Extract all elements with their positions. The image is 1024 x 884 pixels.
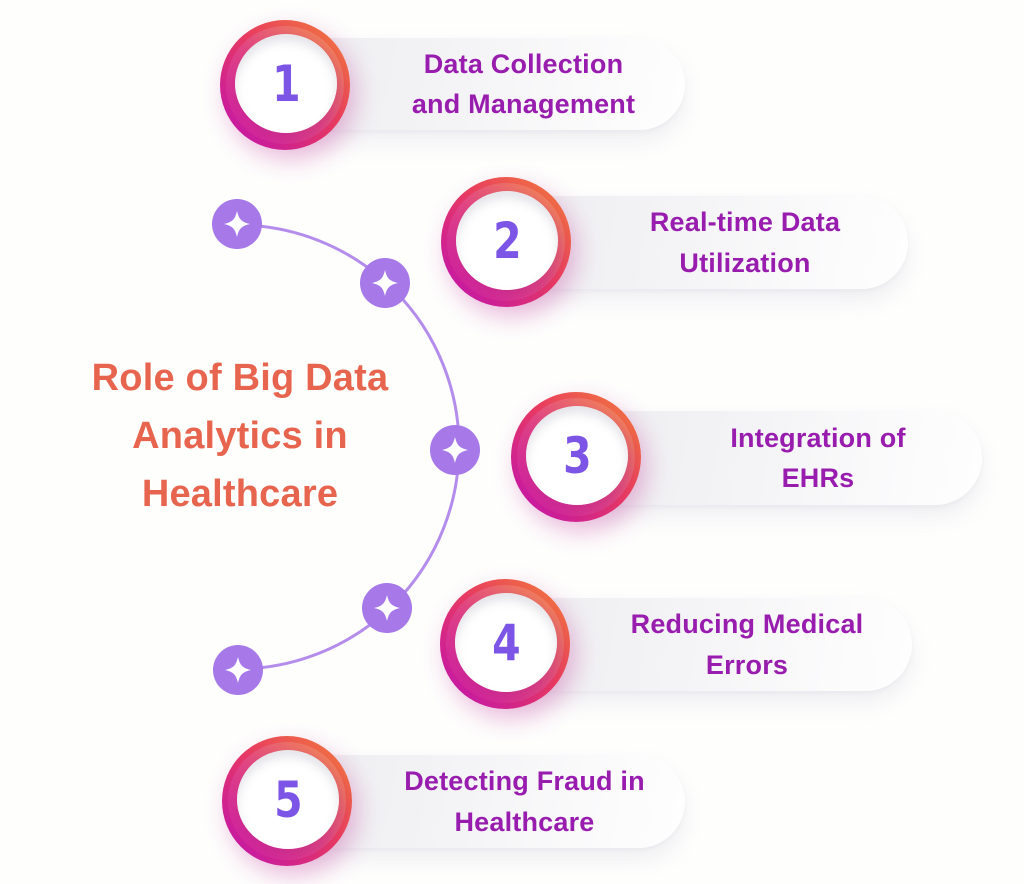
step-badge: 5 [222, 736, 352, 866]
badge-face: 3 [526, 406, 628, 505]
step-badge: 2 [441, 177, 571, 307]
step-label: Integration of EHRs [730, 418, 905, 499]
step-pill: Real-time Data Utilization [498, 196, 908, 289]
step-badge: 1 [220, 20, 350, 150]
badge-face: 4 [455, 593, 557, 692]
step-number: 3 [562, 426, 592, 485]
step-pill: Integration of EHRs [570, 411, 982, 505]
step-label-line: Integration of [730, 422, 906, 453]
badge-ring [447, 183, 565, 301]
step-pill: Data Collection and Management [278, 38, 685, 130]
step-label: Detecting Fraud in Healthcare [404, 761, 645, 842]
title-line: Analytics in [132, 414, 348, 457]
badge-ring [226, 26, 344, 144]
sparkle-icon [212, 199, 262, 249]
step-label: Reducing Medical Errors [631, 604, 864, 685]
step-badge: 4 [440, 579, 570, 709]
badge-face: 2 [456, 191, 558, 290]
step-label-line: EHRs [781, 463, 855, 493]
step-label: Real-time Data Utilization [650, 202, 840, 283]
step-number: 1 [271, 54, 301, 113]
step-pill: Detecting Fraud in Healthcare [280, 755, 685, 848]
step-label-line: Real-time Data [649, 207, 841, 237]
badge-ring [228, 742, 346, 860]
sparkle-icon [360, 258, 410, 308]
step-label-line: Reducing Medical [630, 609, 864, 639]
step-label-line: Utilization [679, 247, 811, 278]
step-label: Data Collection and Management [412, 44, 635, 125]
step-number: 5 [273, 770, 303, 829]
infographic-title: Role of Big Data Analytics in Healthcare [40, 350, 440, 523]
title-line: Role of Big Data [91, 357, 389, 399]
step-label-line: and Management [411, 89, 636, 119]
step-number: 2 [492, 211, 522, 270]
badge-face: 5 [237, 750, 339, 849]
badge-ring [517, 398, 635, 516]
step-label-line: Healthcare [454, 806, 595, 837]
step-pill: Reducing Medical Errors [498, 598, 912, 691]
step-label-line: Detecting Fraud in [404, 766, 645, 796]
sparkle-icon [362, 583, 412, 633]
title-line: Healthcare [141, 472, 339, 515]
step-badge: 3 [511, 392, 641, 522]
step-label-line: Data Collection [423, 48, 624, 79]
sparkle-icon [213, 645, 263, 695]
badge-face: 1 [235, 34, 337, 133]
step-label-line: Errors [705, 649, 789, 680]
badge-ring [446, 585, 564, 703]
step-number: 4 [491, 613, 521, 672]
